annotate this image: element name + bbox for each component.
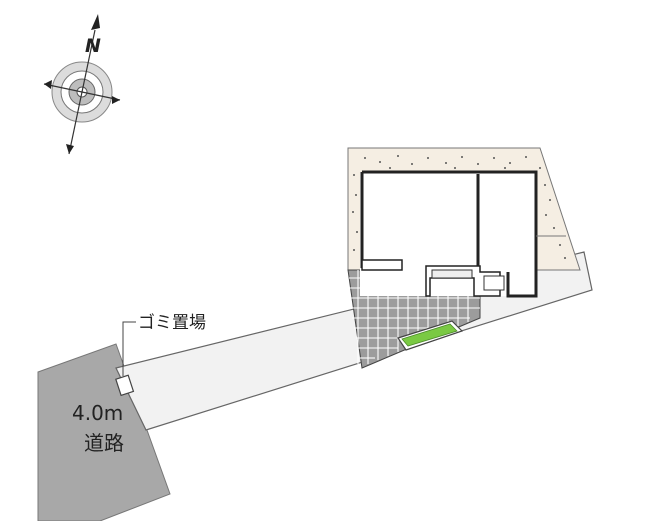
planting-shrubs [401, 323, 458, 347]
garbage-area-label: ゴミ置場 [138, 312, 206, 333]
gravel-dots [352, 155, 566, 259]
road-width-label: 4.0m [72, 401, 123, 425]
balcony-rail [431, 269, 473, 279]
compass-north-label: N [85, 35, 101, 57]
garbage-area [115, 374, 135, 397]
outdoor-unit [483, 275, 505, 291]
road-name-label: 道路 [84, 431, 124, 455]
garbage-area-leader [122, 321, 136, 376]
entrance-step [361, 259, 403, 271]
road [37, 343, 171, 521]
compass-rose-icon [43, 14, 121, 155]
building [360, 170, 538, 298]
